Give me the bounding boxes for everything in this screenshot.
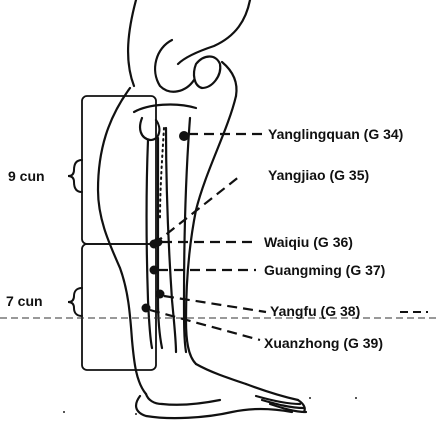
marker-yanglingquan — [179, 131, 189, 141]
label-yanglingquan: Yanglingquan (G 34) — [268, 126, 403, 142]
marker-xuanzhong — [142, 304, 151, 313]
label-yangjiao: Yangjiao (G 35) — [268, 167, 369, 183]
marker-guangming — [150, 266, 159, 275]
label-xuanzhong: Xuanzhong (G 39) — [264, 335, 383, 351]
label-waiqiu: Waiqiu (G 36) — [264, 234, 353, 250]
label-yangfu: Yangfu (G 38) — [270, 303, 360, 319]
measure-label-7-cun: 7 cun — [6, 293, 43, 309]
label-guangming: Guangming (G 37) — [264, 262, 385, 278]
marker-yangfu — [156, 290, 165, 299]
measure-label-9-cun: 9 cun — [8, 168, 45, 184]
